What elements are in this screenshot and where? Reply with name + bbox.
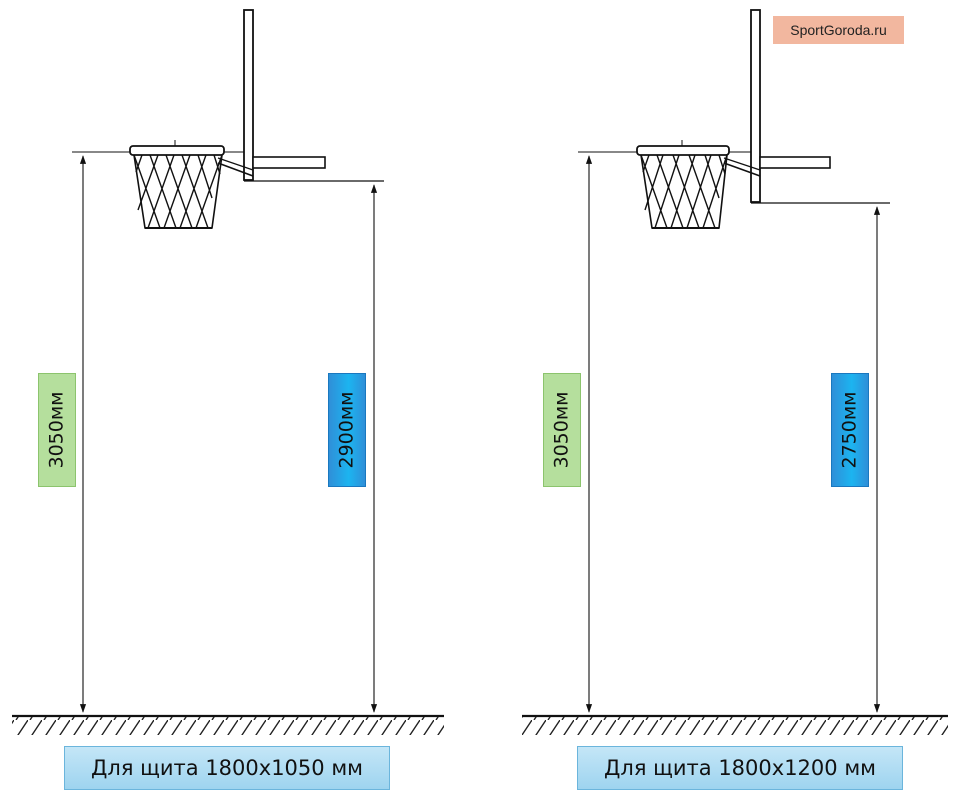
left-panel <box>12 9 444 735</box>
ground-right <box>522 714 948 735</box>
board-height-label-right: 2750мм <box>831 373 869 487</box>
hoop-right <box>578 140 751 229</box>
caption-right: Для щита 1800x1200 мм <box>577 746 903 790</box>
ground-left <box>12 714 444 735</box>
caption-right-text: Для щита 1800x1200 мм <box>603 756 876 780</box>
bracket-right <box>723 156 831 177</box>
rim-height-label-right: 3050мм <box>543 373 581 487</box>
board-height-text-left: 2900мм <box>336 391 358 469</box>
caption-left: Для щита 1800x1050 мм <box>64 746 390 790</box>
board-height-text-right: 2750мм <box>839 391 861 469</box>
bracket-left <box>217 156 326 177</box>
caption-left-text: Для щита 1800x1050 мм <box>90 756 363 780</box>
rim-height-text-right: 3050мм <box>551 391 573 469</box>
board-height-label-left: 2900мм <box>328 373 366 487</box>
right-panel <box>522 9 948 735</box>
rim-height-text-left: 3050мм <box>46 391 68 469</box>
rim-height-label-left: 3050мм <box>38 373 76 487</box>
hoop-left <box>72 140 244 229</box>
backboard-left <box>243 9 384 182</box>
brand-badge: SportGoroda.ru <box>773 16 904 44</box>
backboard-right <box>750 9 890 204</box>
brand-text: SportGoroda.ru <box>790 22 887 38</box>
